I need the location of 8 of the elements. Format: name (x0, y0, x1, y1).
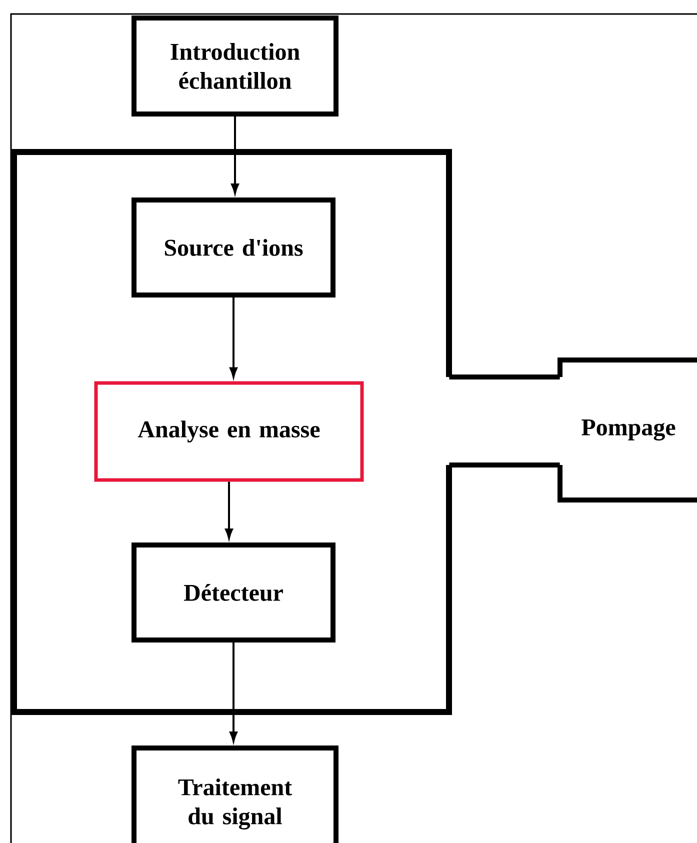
process-box: Analyse en masse (94, 381, 364, 482)
chamber-box (11, 149, 452, 715)
process-box: Source d'ions (132, 198, 336, 298)
duct (446, 374, 562, 468)
process-box: Traitement du signal (132, 746, 338, 843)
process-box: Introduction échantillon (132, 16, 338, 116)
pump-box: Pompage (558, 358, 697, 502)
process-box: Détecteur (132, 542, 336, 642)
